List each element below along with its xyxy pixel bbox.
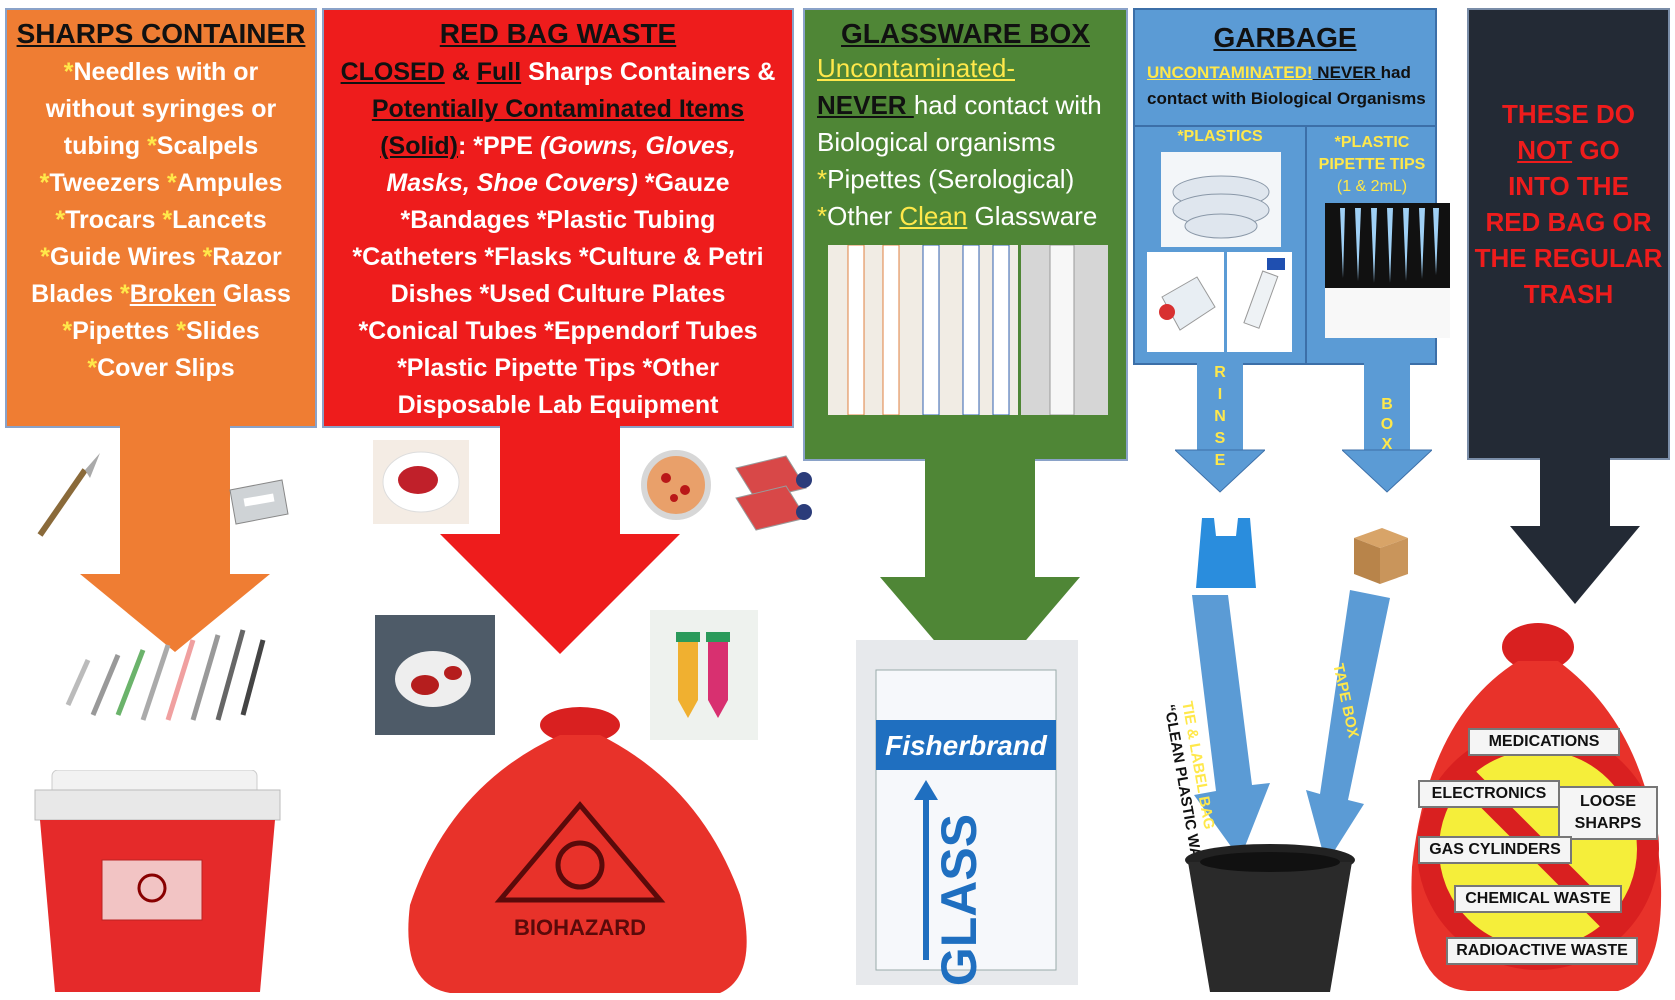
tape-box-arrow — [1306, 590, 1390, 864]
sharps-title: SHARPS CONTAINER — [16, 18, 306, 49]
fisherbrand-label: Fisherbrand — [885, 730, 1048, 761]
redbag-title: RED BAG WASTE — [439, 18, 677, 49]
sharps-line: *Needles with or — [63, 58, 259, 86]
flask-image — [1147, 252, 1224, 352]
razor-blade-icon — [229, 479, 289, 525]
item-chemical-waste: CHEMICAL WASTE — [1454, 885, 1622, 913]
sharps-line: *Tweezers *Ampules — [39, 169, 283, 197]
petri-stack-image — [1161, 152, 1281, 247]
plastics-label: *PLASTICS — [1177, 128, 1263, 145]
serological-pipettes-image — [828, 245, 1108, 415]
culture-flasks-image — [735, 455, 812, 531]
sharps-line: without syringes or — [45, 95, 277, 123]
donot-text: THESE DO NOT GO INTO THE RED BAG OR THE … — [1474, 99, 1663, 309]
sharps-line: *Trocars *Lancets — [55, 206, 267, 234]
conical-tube-image — [1227, 252, 1292, 352]
garbage-title: GARBAGE — [1213, 22, 1357, 53]
sharps-line: tubing *Scalpels — [63, 132, 259, 160]
cardboard-box-icon — [1354, 528, 1408, 584]
conical-tubes-image — [650, 610, 758, 740]
scalpel-icon — [37, 453, 100, 537]
item-medications: MEDICATIONS — [1468, 728, 1620, 756]
pipette-tips-image — [1325, 203, 1450, 338]
sharps-panel: SHARPS CONTAINER *Needles with or without… — [5, 8, 317, 428]
petri-dish-image — [630, 442, 722, 528]
biohazard-bag-image: BIOHAZARD — [408, 707, 747, 993]
item-loose-sharps: LOOSE SHARPS — [1558, 786, 1658, 840]
donot-panel: THESE DO NOT GO INTO THE RED BAG OR THE … — [1467, 8, 1670, 460]
syringes-icon — [65, 629, 266, 721]
glass-title: GLASSWARE BOX — [841, 18, 1090, 49]
redbag-panel: RED BAG WASTE CLOSED & Full Sharps Conta… — [322, 8, 794, 428]
biohazard-label: BIOHAZARD — [514, 915, 646, 940]
glass-list: Uncontaminated- NEVER had contact with B… — [817, 53, 1102, 231]
donot-arrow — [1510, 458, 1640, 604]
bloody-gauze-image — [373, 440, 469, 524]
item-electronics: ELECTRONICS — [1418, 780, 1560, 808]
item-radioactive-waste: RADIOACTIVE WASTE — [1446, 937, 1638, 965]
sharps-line: Blades *Broken Glass — [31, 280, 291, 308]
sharps-arrow — [80, 426, 270, 652]
rinse-arrow — [1175, 360, 1265, 493]
redbag-arrow — [440, 426, 680, 654]
tie-label-arrow — [1192, 595, 1270, 859]
item-gas-cylinders: GAS CYLINDERS — [1418, 836, 1572, 864]
glass-label: GLASS — [931, 814, 987, 985]
sharps-line: *Pipettes *Slides — [62, 317, 260, 345]
box-arrow — [1342, 360, 1432, 493]
sharps-list: *Needles with or without syringes or tubin… — [7, 54, 315, 387]
redbag-list: CLOSED & Full Sharps Containers & Potent… — [340, 58, 776, 419]
trash-can-image — [1185, 844, 1355, 992]
glass-arrow — [880, 459, 1080, 694]
plastic-bag-icon — [1196, 518, 1256, 588]
sharps-container-image — [34, 770, 281, 992]
glassware-box-image: Fisherbrand GLASS — [856, 640, 1078, 985]
bloody-gloves-image — [375, 615, 495, 735]
sharps-line: *Guide Wires *Razor — [40, 243, 282, 271]
sharps-line: *Cover Slips — [87, 354, 235, 382]
garbage-panel: GARBAGE UNCONTAMINATED! NEVER had contac… — [1133, 8, 1450, 365]
garbage-subtitle: UNCONTAMINATED! NEVER had contact with B… — [1147, 63, 1426, 108]
